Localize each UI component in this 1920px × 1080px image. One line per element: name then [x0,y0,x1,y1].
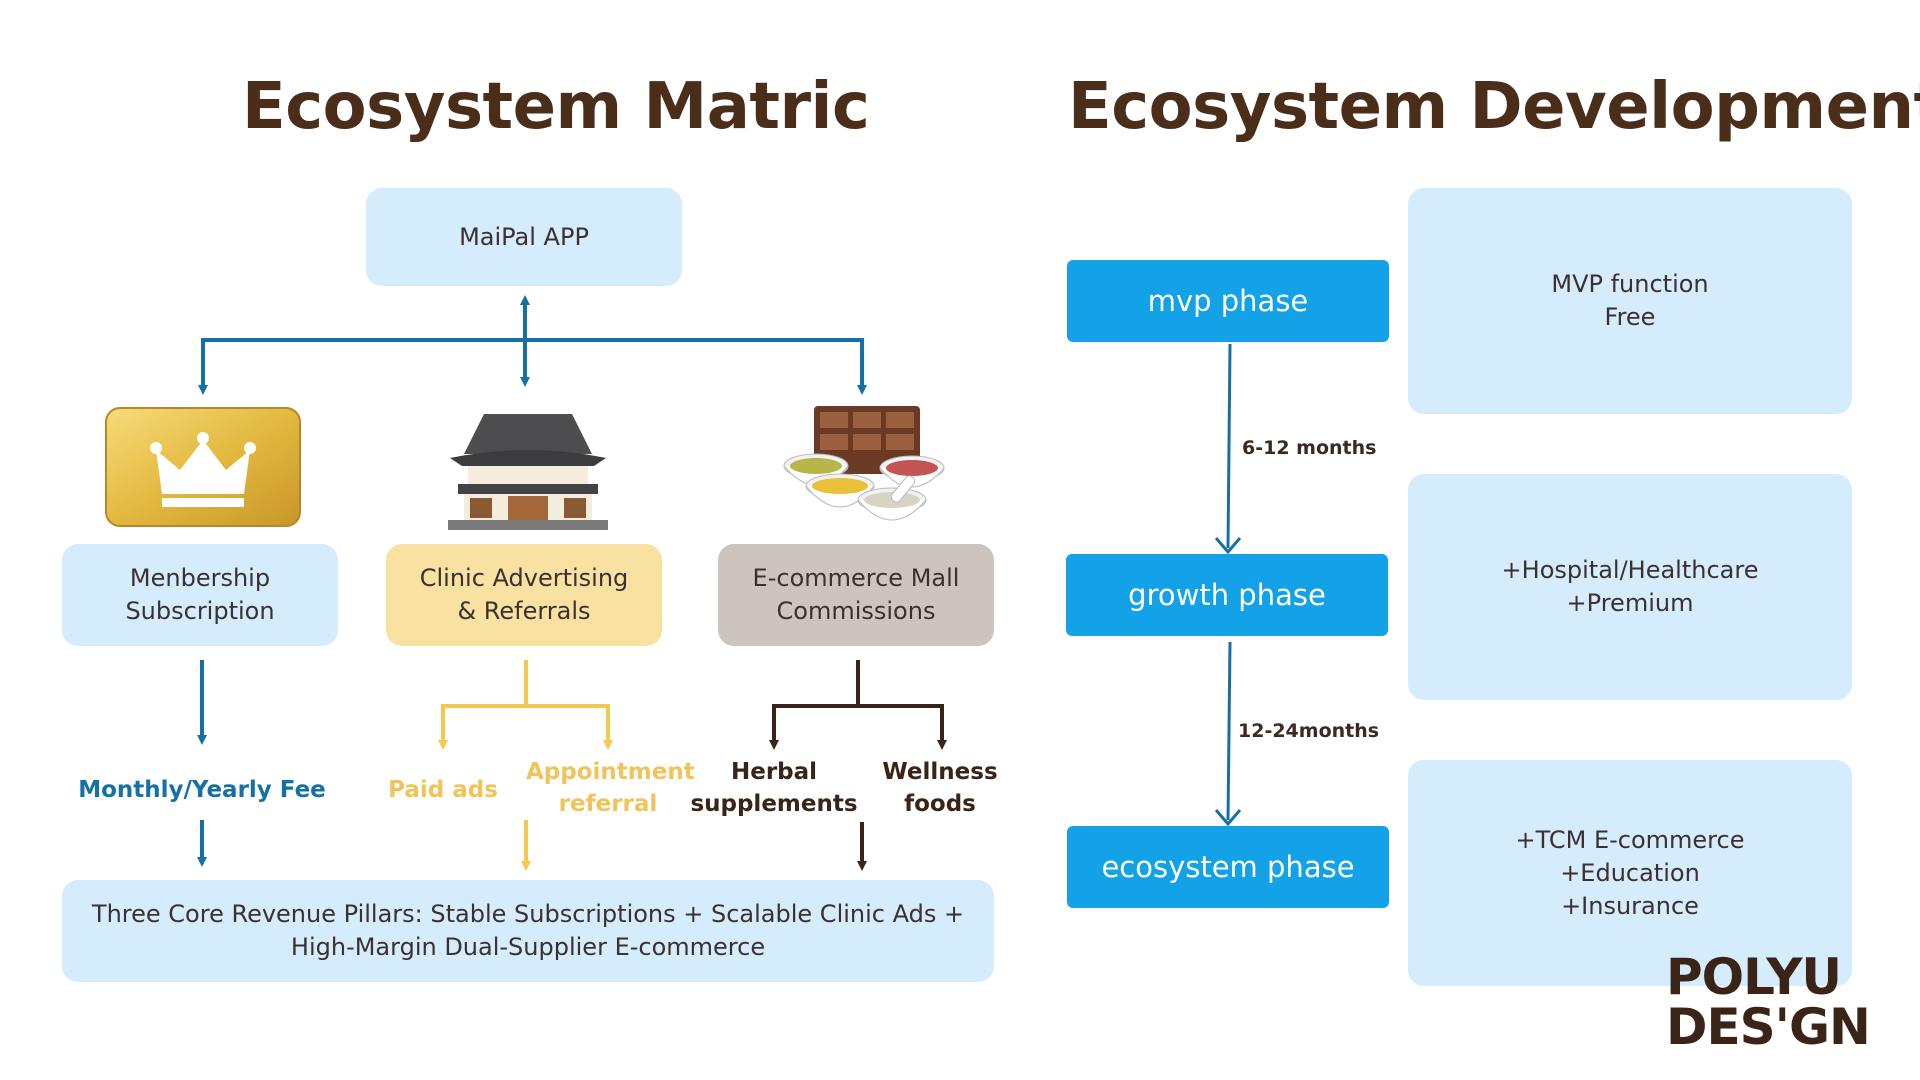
pillar-clinic-box: Clinic Advertising & Referrals [386,544,662,646]
phase-ecosystem-detail-text: +TCM E-commerce +Education +Insurance [1515,826,1745,920]
outcome-herbal-supplements: Herbal supplements [690,759,858,817]
logo-line-2: DES'GN [1666,998,1871,1056]
phase-mvp: mvp phase [1067,260,1389,342]
matrix-title: Ecosystem Matric [242,70,870,144]
phase-mvp-detail: MVP function Free [1408,188,1852,414]
pillar-ecommerce-label: E-commerce Mall Commissions [752,564,960,625]
duration-6-12-months: 6-12 months [1242,437,1377,459]
pillar-subscription-label: Menbership Subscription [125,564,275,625]
revenue-summary-text: Three Core Revenue Pillars: Stable Subsc… [91,900,965,961]
revenue-summary-box: Three Core Revenue Pillars: Stable Subsc… [62,880,994,982]
logo-line-1: POLYU [1666,948,1842,1006]
phase-growth-detail-text: +Hospital/Healthcare +Premium [1501,556,1759,617]
pillar-subscription-box: Menbership Subscription [62,544,338,646]
phase-ecosystem: ecosystem phase [1067,826,1389,908]
outcome-appointment-referral: Appointment referral [526,759,695,817]
pillar-clinic-label: Clinic Advertising & Referrals [419,564,629,625]
app-label: MaiPal APP [459,222,589,251]
app-box: MaiPal APP [366,188,682,286]
gold-crown-card-icon [104,406,302,528]
pillar-ecommerce-box: E-commerce Mall Commissions [718,544,994,646]
polyu-design-logo: POLYU DES'GN [1666,948,1871,1056]
outcome-paid-ads: Paid ads [388,777,498,803]
duration-12-24-months: 12-24months [1238,720,1380,742]
phase-growth: growth phase [1066,554,1388,636]
phase-mvp-detail-text: MVP function Free [1551,270,1709,331]
development-title: Ecosystem Development [1068,70,1920,144]
outcome-wellness-foods: Wellness foods [882,759,998,817]
phase-growth-detail: +Hospital/Healthcare +Premium [1408,474,1852,700]
outcome-monthly-yearly-fee: Monthly/Yearly Fee [78,777,326,803]
herbal-medicine-icon [780,404,948,538]
phase-ecosystem-detail: +TCM E-commerce +Education +Insurance [1408,760,1852,986]
clinic-building-icon [444,408,612,532]
